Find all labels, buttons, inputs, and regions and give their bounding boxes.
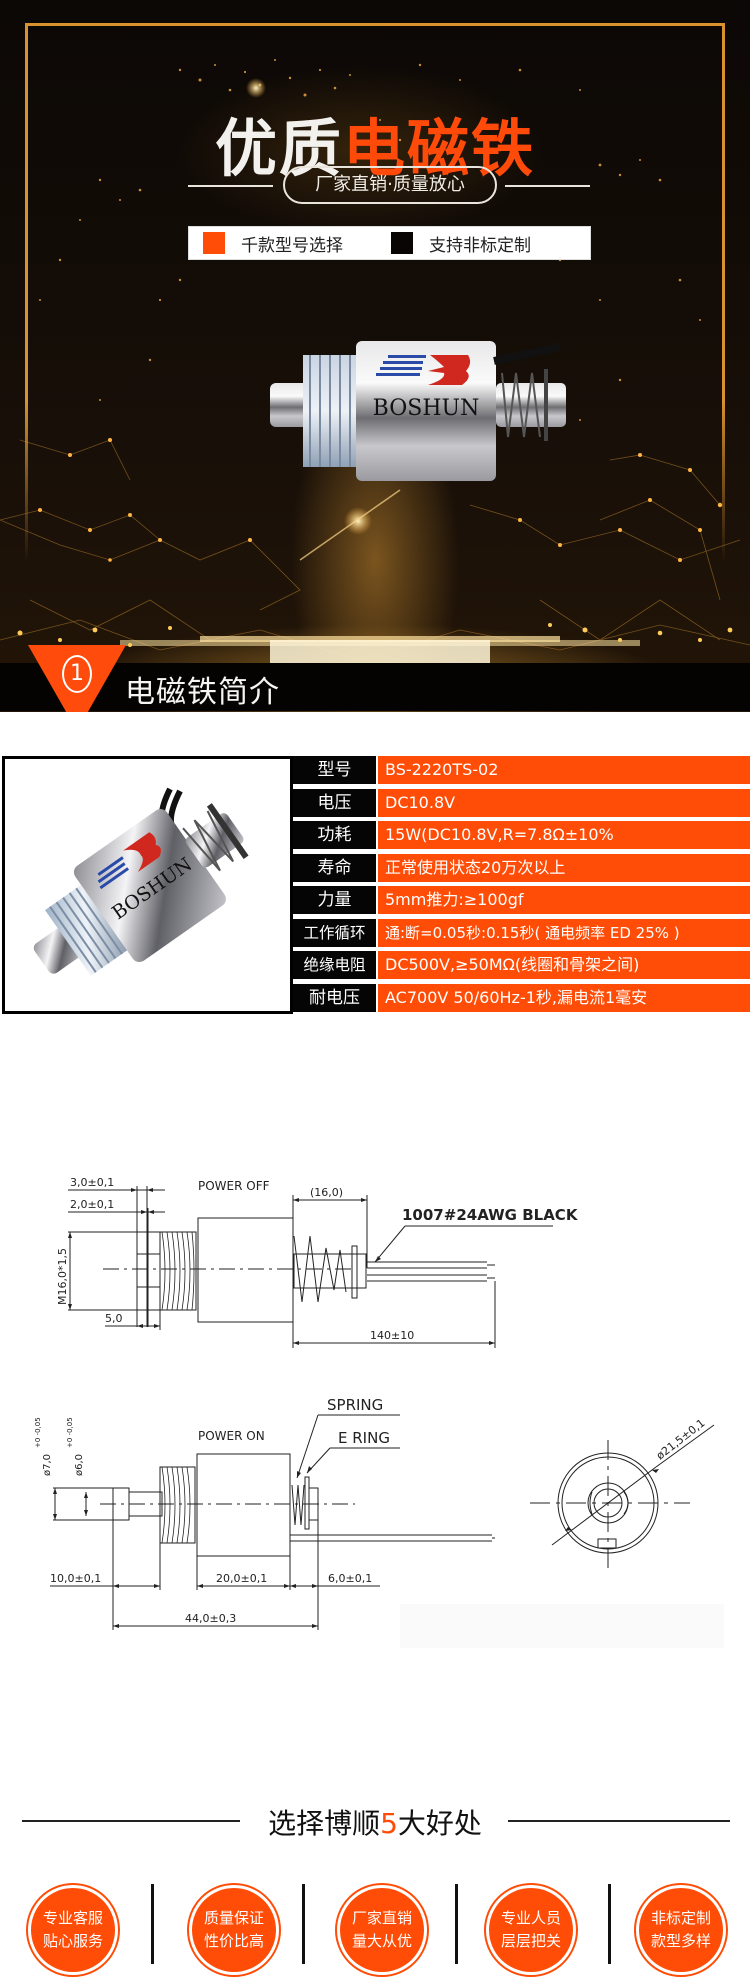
benefit-badge-inspection: 专业人员 层层把关 [484, 1883, 578, 1977]
svg-text:E RING: E RING [338, 1429, 390, 1447]
benefits-divider-right [508, 1820, 730, 1822]
faint-placeholder-box [400, 1604, 724, 1648]
svg-text:20,0±0,1: 20,0±0,1 [216, 1572, 267, 1585]
feature-label: 支持非标定制 [429, 235, 531, 256]
benefit-badge-customization: 非标定制 款型多样 [634, 1883, 728, 1977]
benefit-separator [151, 1884, 154, 1964]
benefit-line2: 款型多样 [650, 1932, 711, 1950]
benefit-badge-quality: 质量保证 性价比高 [187, 1883, 281, 1977]
svg-text:2,0±0,1: 2,0±0,1 [70, 1198, 114, 1211]
orange-square-icon [203, 232, 225, 254]
benefit-separator [455, 1884, 458, 1964]
benefit-separator [608, 1884, 611, 1964]
svg-text:44,0±0,3: 44,0±0,3 [185, 1612, 236, 1625]
feature-item-models: 千款型号选择 [189, 231, 343, 256]
spec-value: AC700V 50/60Hz-1秒,漏电流1毫安 [378, 983, 750, 1012]
svg-text:+0 -0,05: +0 -0,05 [66, 1417, 74, 1448]
svg-text:SPRING: SPRING [327, 1396, 383, 1414]
spec-row-insulation: 绝缘电阻 DC500V,≥50MΩ(线圈和骨架之间) [293, 951, 750, 979]
svg-text:ø21,5±0,1: ø21,5±0,1 [654, 1416, 708, 1462]
spec-label: 型号 [293, 756, 376, 784]
benefit-line2: 贴心服务 [42, 1932, 103, 1950]
technical-drawing: 3,0±0,1 2,0±0,1 POWER OFF (16,0) 1007#24… [34, 1176, 715, 1630]
svg-text:POWER OFF: POWER OFF [198, 1179, 270, 1193]
spec-value: DC500V,≥50MΩ(线圈和骨架之间) [378, 951, 750, 979]
benefits-title-number: 5 [380, 1807, 398, 1840]
svg-text:ø6,0: ø6,0 [74, 1454, 85, 1476]
svg-text:ø7,0: ø7,0 [42, 1454, 53, 1476]
benefits-title: 选择博顺5大好处 [250, 1802, 500, 1842]
spec-value: 正常使用状态20万次以上 [378, 853, 750, 882]
svg-text:+0 -0,05: +0 -0,05 [34, 1417, 42, 1448]
spec-row-withstand-voltage: 耐电压 AC700V 50/60Hz-1秒,漏电流1毫安 [293, 983, 750, 1012]
benefits-divider-left [22, 1820, 240, 1822]
benefit-line1: 非标定制 [650, 1909, 711, 1927]
svg-text:BOSHUN: BOSHUN [373, 396, 480, 421]
spec-row-model: 型号 BS-2220TS-02 [293, 756, 750, 784]
slogan-divider-right [505, 185, 590, 187]
spec-row-power: 功耗 15W(DC10.8V,R=7.8Ω±10% [293, 821, 750, 849]
spec-label: 工作循环 [293, 918, 376, 947]
benefit-line1: 专业客服 [42, 1909, 103, 1927]
spec-label: 耐电压 [293, 983, 376, 1012]
benefits-title-row: 选择博顺5大好处 [0, 1800, 750, 1840]
feature-label: 千款型号选择 [241, 235, 343, 256]
spec-value: 通:断=0.05秒:0.15秒( 通电频率 ED 25% ) [378, 918, 750, 947]
spec-value: DC10.8V [378, 788, 750, 817]
section-title: 电磁铁简介 [125, 675, 280, 710]
spec-value: 5mm推力:≥100gf [378, 886, 750, 914]
benefit-line1: 专业人员 [500, 1909, 561, 1927]
benefits-title-pre: 选择博顺 [268, 1807, 381, 1840]
feature-bar: 千款型号选择 支持非标定制 [188, 226, 591, 260]
spec-label: 绝缘电阻 [293, 951, 376, 979]
hero-banner: 优质电磁铁 厂家直销·质量放心 千款型号选择 支持非标定制 [0, 0, 750, 712]
solenoid-angled-image: BOSHUN [33, 787, 249, 976]
slogan-row: 厂家直销·质量放心 [0, 166, 750, 206]
spec-label: 寿命 [293, 853, 376, 882]
svg-text:M16,0*1,5: M16,0*1,5 [56, 1248, 69, 1305]
spec-row-life: 寿命 正常使用状态20万次以上 [293, 853, 750, 882]
hero-title: 优质电磁铁 [0, 98, 750, 188]
spec-label: 力量 [293, 886, 376, 914]
hero-title-orange: 电磁铁 [343, 112, 536, 185]
benefit-line2: 层层把关 [500, 1932, 561, 1950]
spec-value: 15W(DC10.8V,R=7.8Ω±10% [378, 821, 750, 849]
benefit-line1: 厂家直销 [351, 1909, 412, 1927]
spec-value: BS-2220TS-02 [378, 756, 750, 784]
slogan-pill: 厂家直销·质量放心 [283, 166, 497, 204]
spec-row-force: 力量 5mm推力:≥100gf [293, 886, 750, 914]
svg-text:6,0±0,1: 6,0±0,1 [328, 1572, 372, 1585]
svg-text:1007#24AWG BLACK: 1007#24AWG BLACK [402, 1206, 579, 1224]
benefit-badge-service: 专业客服 贴心服务 [26, 1883, 120, 1977]
spec-row-voltage: 电压 DC10.8V [293, 788, 750, 817]
benefit-badge-direct-sales: 厂家直销 量大从优 [335, 1883, 429, 1977]
svg-text:3,0±0,1: 3,0±0,1 [70, 1176, 114, 1189]
hero-title-white: 优质 [214, 112, 343, 185]
benefits-title-post: 大好处 [397, 1807, 482, 1840]
spec-label: 电压 [293, 788, 376, 817]
svg-text:(16,0): (16,0) [310, 1186, 343, 1199]
solenoid-product-image: BOSHUN [270, 341, 566, 481]
slogan-divider-left [188, 185, 273, 187]
feature-item-custom: 支持非标定制 [377, 231, 531, 256]
gold-particles-background [0, 59, 750, 664]
svg-text:140±10: 140±10 [370, 1329, 414, 1342]
spec-label: 功耗 [293, 821, 376, 849]
svg-text:10,0±0,1: 10,0±0,1 [50, 1572, 101, 1585]
svg-text:POWER ON: POWER ON [198, 1429, 265, 1443]
benefit-line2: 性价比高 [203, 1932, 264, 1950]
benefit-line2: 量大从优 [351, 1932, 412, 1950]
benefit-line1: 质量保证 [203, 1909, 264, 1927]
spec-row-duty-cycle: 工作循环 通:断=0.05秒:0.15秒( 通电频率 ED 25% ) [293, 918, 750, 947]
gold-frame [25, 23, 725, 563]
spec-product-photo: BOSHUN [2, 756, 293, 1014]
black-square-icon [391, 232, 413, 254]
section-number-badge: 1 [62, 655, 92, 693]
svg-text:5,0: 5,0 [105, 1312, 123, 1325]
spec-table: 型号 BS-2220TS-02 电压 DC10.8V 功耗 15W(DC10.8… [293, 756, 750, 1016]
benefit-separator [302, 1884, 305, 1964]
